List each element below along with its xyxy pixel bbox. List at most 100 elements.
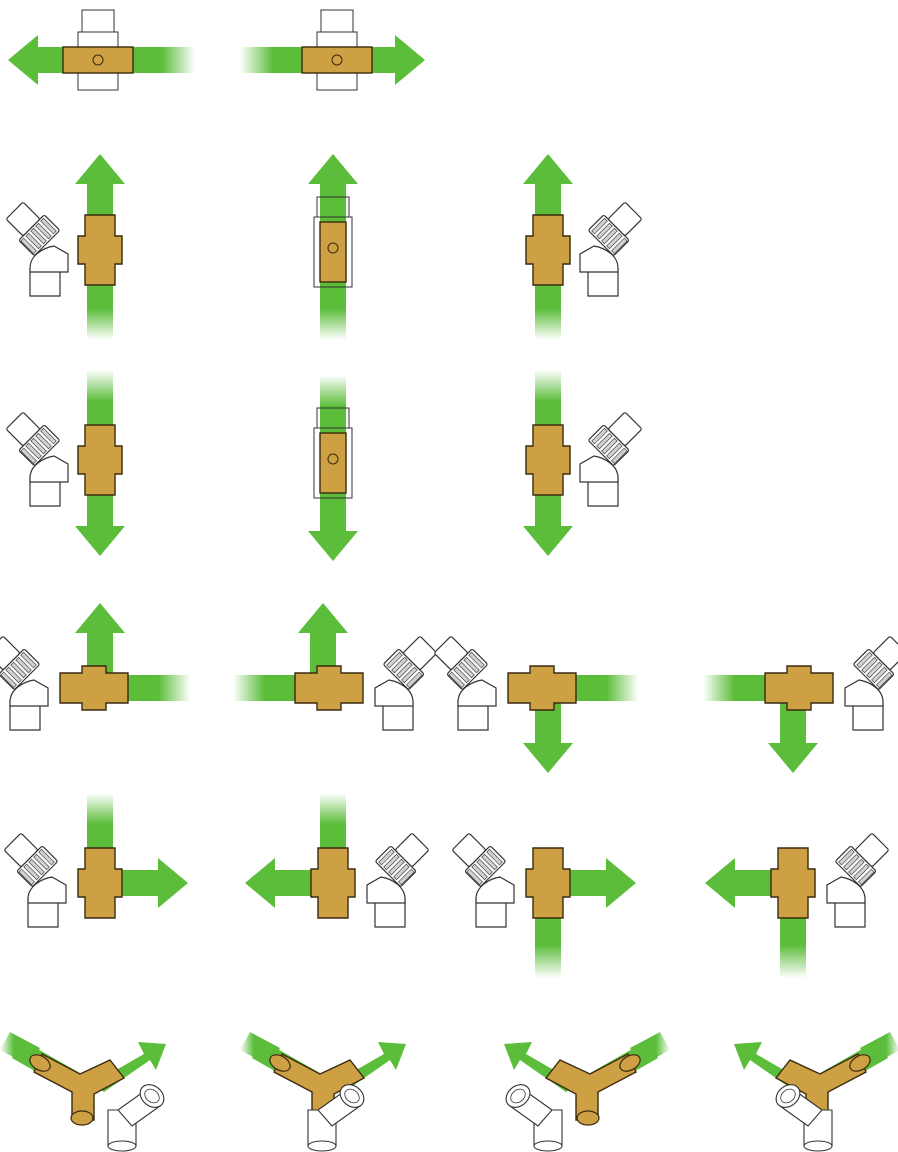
brass-tee-body bbox=[525, 424, 571, 496]
valve-port bbox=[327, 242, 339, 254]
variant-r6-c4 bbox=[734, 1032, 898, 1152]
brass-body bbox=[319, 221, 347, 283]
brass-y-body bbox=[544, 1053, 637, 1121]
angle-valve bbox=[4, 833, 67, 928]
valve-neck bbox=[374, 679, 414, 707]
angle-valve bbox=[452, 833, 515, 928]
y-fitting bbox=[240, 1032, 406, 1152]
valve-head bbox=[6, 202, 60, 256]
brass-tee-body bbox=[525, 214, 571, 286]
valve-cap bbox=[81, 9, 115, 33]
valve-neck bbox=[579, 245, 619, 273]
angle-valve bbox=[6, 412, 69, 507]
brass-tee-body bbox=[507, 665, 577, 711]
valve-port bbox=[92, 54, 104, 66]
brass-y-body bbox=[33, 1053, 126, 1121]
brass-tee-body bbox=[59, 665, 129, 711]
angle-valve bbox=[434, 636, 497, 731]
variant-r1-c1 bbox=[8, 9, 195, 91]
valve-outline bbox=[313, 216, 353, 288]
variant-r4-c3 bbox=[434, 636, 638, 773]
valve-neck bbox=[579, 455, 619, 483]
valve-head bbox=[375, 833, 429, 887]
perspective-valve bbox=[775, 1084, 833, 1152]
pipe-end bbox=[29, 1054, 51, 1072]
valve-port bbox=[331, 54, 343, 66]
variant-r4-c1 bbox=[0, 603, 190, 731]
variant-r1-c2 bbox=[240, 9, 425, 91]
pipe-end bbox=[576, 1110, 600, 1126]
valve-head bbox=[588, 202, 642, 256]
valve-head bbox=[4, 833, 58, 887]
flow-arrow bbox=[245, 858, 323, 908]
valve-head bbox=[835, 833, 889, 887]
variant-r4-c4 bbox=[703, 636, 898, 773]
flow-arrow bbox=[110, 858, 188, 908]
valve-neck bbox=[826, 876, 866, 904]
valve-neck bbox=[475, 876, 515, 904]
variant-r3-c2 bbox=[308, 375, 358, 561]
valve-neck bbox=[29, 245, 69, 273]
brass-tee-body bbox=[77, 424, 123, 496]
brass-body bbox=[319, 432, 347, 494]
angle-valve bbox=[374, 636, 437, 731]
perspective-valve bbox=[107, 1084, 165, 1152]
variant-r5-c4 bbox=[705, 833, 889, 978]
y-fitting bbox=[504, 1032, 670, 1152]
y-fitting bbox=[0, 1032, 166, 1152]
variant-r5-c2 bbox=[245, 793, 429, 928]
angle-valve bbox=[6, 202, 69, 297]
valve-neck bbox=[457, 679, 497, 707]
valve-neck bbox=[844, 679, 884, 707]
pipe-end bbox=[70, 1110, 94, 1126]
valve-outline bbox=[313, 427, 353, 499]
brass-tee-body bbox=[294, 665, 364, 711]
valve-head bbox=[0, 636, 40, 690]
perspective-valve bbox=[505, 1084, 563, 1152]
brass-body bbox=[62, 46, 134, 74]
brass-tee-body bbox=[310, 847, 356, 919]
variant-r5-c1 bbox=[4, 793, 188, 928]
variant-r6-c2 bbox=[240, 1032, 406, 1152]
brass-tee-body bbox=[77, 847, 123, 919]
valve-head bbox=[853, 636, 898, 690]
variant-r5-c3 bbox=[452, 833, 636, 978]
variant-r6-c1 bbox=[0, 1032, 166, 1152]
flow-arrow bbox=[705, 858, 783, 908]
brass-tee-body bbox=[764, 665, 834, 711]
brass-tee-body bbox=[77, 214, 123, 286]
angle-valve bbox=[0, 636, 49, 731]
valve-head bbox=[588, 412, 642, 466]
pipe-end bbox=[619, 1054, 641, 1072]
flow-arrow bbox=[558, 858, 636, 908]
valve-neck bbox=[366, 876, 406, 904]
angle-valve bbox=[579, 412, 642, 507]
brass-tee-body bbox=[525, 847, 571, 919]
angle-valve bbox=[826, 833, 889, 928]
variant-r4-c2 bbox=[233, 603, 437, 731]
angle-valve bbox=[579, 202, 642, 297]
variant-r6-c3 bbox=[504, 1032, 670, 1152]
valve-neck bbox=[9, 679, 49, 707]
valve-neck bbox=[27, 876, 67, 904]
valve-head bbox=[6, 412, 60, 466]
angle-valve bbox=[844, 636, 898, 731]
y-fitting bbox=[734, 1032, 898, 1152]
valve-head bbox=[434, 636, 488, 690]
perspective-valve bbox=[307, 1084, 365, 1152]
brass-tee-body bbox=[770, 847, 816, 919]
variant-r2-c1 bbox=[6, 154, 125, 340]
valve-port bbox=[327, 453, 339, 465]
variant-r3-c3 bbox=[523, 370, 642, 556]
variant-r2-c3 bbox=[523, 154, 642, 340]
variant-r3-c1 bbox=[6, 370, 125, 556]
valve-neck bbox=[29, 455, 69, 483]
valve-cap bbox=[320, 9, 354, 33]
variant-r2-c2 bbox=[308, 154, 358, 340]
valve-head bbox=[383, 636, 437, 690]
valve-head bbox=[452, 833, 506, 887]
angle-valve bbox=[366, 833, 429, 928]
pipe-end bbox=[269, 1054, 291, 1072]
pipe-end bbox=[849, 1054, 871, 1072]
